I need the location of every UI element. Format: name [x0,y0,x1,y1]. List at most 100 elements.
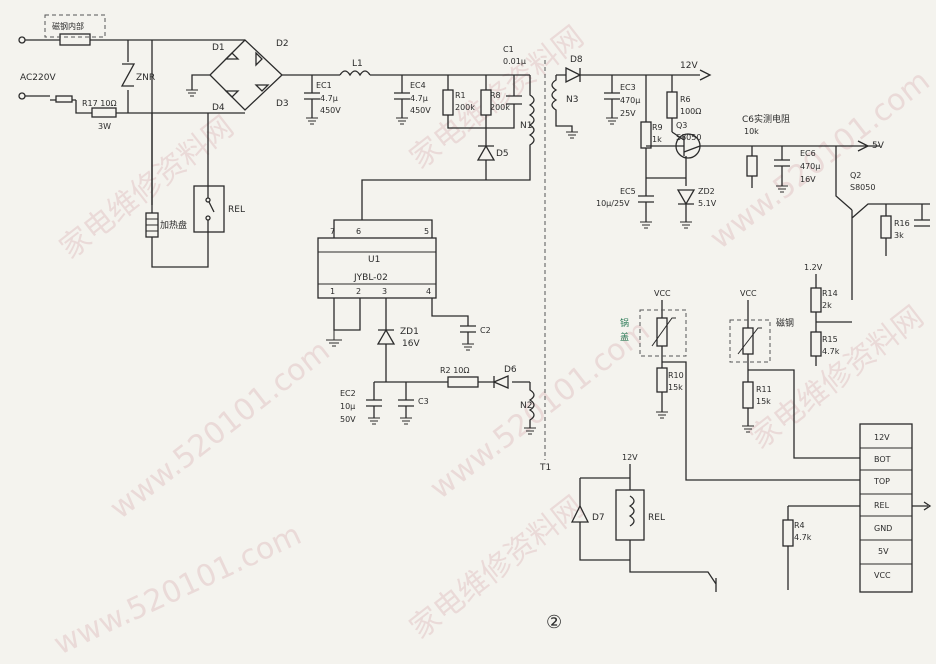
connector-pin-top: TOP [873,477,890,486]
diode-d7 [570,504,590,523]
relay-12v-label: 12V [622,453,638,462]
r11-resistor [742,381,754,409]
r9-resistor [640,121,652,149]
ic-pin-3: 3 [382,287,387,296]
r10-value: 15k [668,383,683,392]
c1-capacitor [506,95,522,105]
d3-label: D3 [276,99,289,109]
r6-name: R6 [680,95,691,104]
fuse-dashed-box [44,14,106,38]
r4-value: 4.7k [794,533,812,542]
watermark-text: 家电维修资料网 [403,489,590,646]
zd1-name: ZD1 [400,327,419,337]
ic-pin-1: 1 [330,287,335,296]
n1-label: N1 [520,121,532,131]
figure-number: ② [546,612,562,633]
r2-label: R2 10Ω [440,366,469,375]
diode-d8 [565,66,582,84]
ec4-voltage: 450V [410,106,431,115]
ec3-cap: 470μ [620,96,640,105]
ec3-voltage: 25V [620,109,636,118]
ec2-voltage: 50V [340,415,356,424]
diode-d3 [254,84,270,92]
relay-contact-label: REL [228,205,245,215]
c6-resistor [746,155,758,177]
diode-d4 [224,90,240,98]
n2-label: N2 [520,401,532,411]
dc-filter-section: EC1 4.7μ 450V L1 EC4 4.7μ 450V R1 200k R… [282,45,551,473]
r1-name: R1 [455,91,466,100]
r17-resistor [91,107,117,118]
r10-name: R10 [668,371,684,380]
ac-input-section: AC220V 磁钢内部 R17 10Ω 3W ZNR 加热盘 REL [18,14,245,268]
ic-pin-2: 2 [356,287,361,296]
d2-label: D2 [276,39,289,49]
connector-pin-5v: 5V [878,547,889,556]
mag-steel-label: 磁钢 [776,317,794,329]
push-switch [55,95,73,103]
v12-label: 12V [680,61,698,71]
diode-d5 [476,144,496,161]
n3-label: N3 [566,95,578,105]
ec1-name: EC1 [316,81,332,90]
r6-resistor [666,91,678,119]
vcc-label-2: VCC [740,289,757,298]
ac-terminal-top [18,36,26,44]
ac-terminal-bottom [18,92,26,100]
watermark-layer: 家电维修资料网 www.520101.com 家电维修资料网 www.52010… [49,19,936,662]
connector-pin-12v: 12V [874,433,890,442]
ic-pin-4: 4 [426,287,431,296]
q3-name: Q3 [676,121,687,130]
arrow-12v [699,69,712,81]
c1-name: C1 [503,45,514,54]
r16-name: R16 [894,219,910,228]
watermark-text: www.520101.com [103,333,336,526]
c3-label: C3 [418,397,429,406]
ec5-value: 10μ/25V [596,199,630,208]
r14-value: 2k [822,301,832,310]
fuse-label: 磁钢内部 [52,21,84,31]
ec2-name: EC2 [340,389,356,398]
watermark-text: www.520101.com [49,517,307,662]
diode-d2 [255,51,263,67]
r8-name: R8 [490,91,501,100]
connector-pin-bot: BOT [874,455,891,464]
r14-resistor [810,287,822,313]
r17-label: R17 10Ω [82,99,117,108]
ec5-name: EC5 [620,187,636,196]
relay-drive-section: 12V D7 REL R4 4.7k [570,453,860,592]
r16-resistor [880,215,892,239]
zener-zd1 [376,328,396,345]
r14-name: R14 [822,289,838,298]
r11-name: R11 [756,385,772,394]
zd2-value: 5.1V [698,199,717,208]
control-ic-section: 7 6 5 U1 JYBL-02 1 2 3 4 ZD1 16V C2 EC2 … [317,219,536,435]
c6-note: C6实测电阻 [742,113,790,125]
zener-zd2 [676,189,696,206]
c2-label: C2 [480,326,491,335]
rel-out-arrow [912,501,932,511]
d4-label: D4 [212,103,225,113]
bridge-rectifier: D1 D2 D4 D3 [186,39,289,114]
r4-resistor [782,519,794,547]
r8-resistor [480,89,492,116]
pot-lid-dashed-box [639,309,687,357]
v5-label: 5V [872,141,885,151]
ic-pin-6: 6 [356,227,361,236]
c1-value: 0.01μ [503,57,526,66]
znr-label: ZNR [136,73,155,83]
r15-name: R15 [822,335,838,344]
pot-lid-label-2: 盖 [620,331,629,343]
ec6-cap: 470μ [800,162,820,171]
relay-coil-label: REL [648,513,665,523]
r16-value: 3k [894,231,904,240]
ac-source-label: AC220V [20,73,56,83]
zd2-name: ZD2 [698,187,715,196]
r2-resistor [447,376,479,388]
d5-label: D5 [496,149,509,159]
r11-value: 15k [756,397,771,406]
r6-value: 100Ω [680,107,701,116]
mag-steel-dashed-box [729,319,771,363]
ic-name: U1 [368,255,380,265]
